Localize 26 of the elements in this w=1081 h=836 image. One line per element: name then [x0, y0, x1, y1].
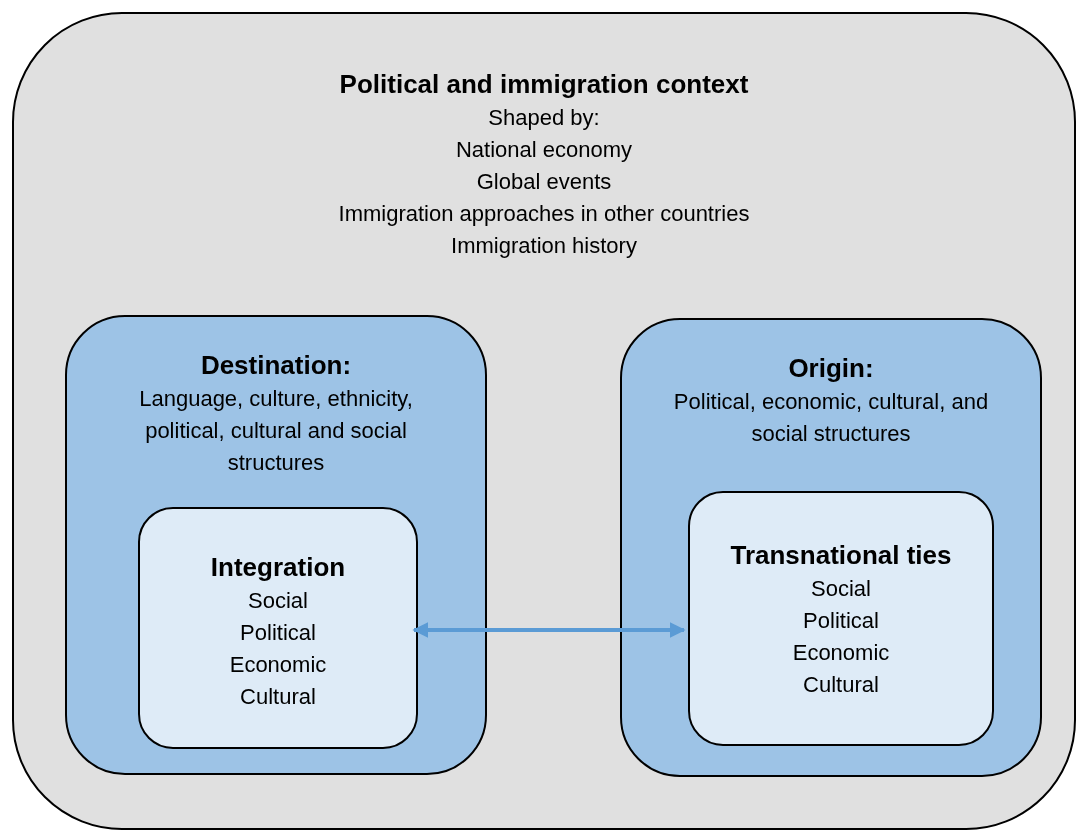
- context-text: Shaped by:: [488, 104, 600, 132]
- list-item: Economic: [229, 651, 327, 679]
- list-item: Cultural: [240, 683, 316, 711]
- destination-panel: [65, 315, 487, 775]
- process-box: [138, 507, 418, 749]
- panel-text: Language, culture, ethnicity, political, cultural and social structures: [138, 385, 414, 477]
- list-item: Economic: [792, 639, 890, 667]
- context-text: Immigration approaches in other countries: [338, 200, 750, 228]
- process-box: [688, 491, 994, 746]
- box-heading: Transnational ties: [730, 539, 952, 572]
- panel-heading: Origin:: [788, 352, 874, 385]
- list-item: Social: [811, 575, 871, 603]
- context-panel: [12, 12, 1076, 830]
- list-item: Social: [248, 587, 308, 615]
- list-item: Political: [803, 607, 879, 635]
- list-item: Political: [240, 619, 316, 647]
- panel-text: Political, economic, cultural, and social structures: [672, 388, 990, 448]
- double-arrow: [412, 622, 686, 638]
- box-heading: Integration: [210, 551, 346, 584]
- context-heading: Political and immigration context: [339, 68, 749, 101]
- panel-heading: Destination:: [200, 349, 352, 382]
- context-text: Global events: [476, 168, 612, 196]
- context-text: Immigration history: [451, 232, 637, 260]
- list-item: Cultural: [803, 671, 879, 699]
- origin-panel: [620, 318, 1042, 777]
- context-text: National economy: [455, 136, 633, 164]
